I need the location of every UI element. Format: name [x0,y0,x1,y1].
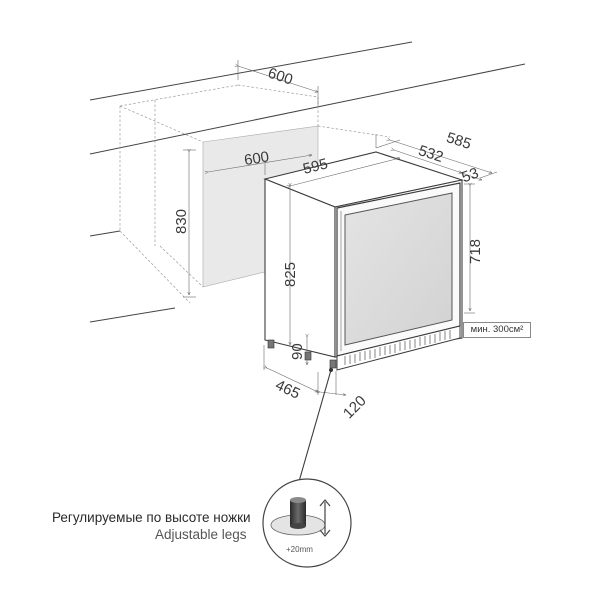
unit-width-label: 595 [301,155,329,178]
plinth-depth-label: 120 [340,392,370,422]
niche-height-label: 830 [173,209,190,234]
unit-depth-total-label: 585 [444,129,473,153]
door-height-label: 718 [467,239,484,264]
niche-depth-dimension: 600 [238,60,318,106]
unit-height-label: 825 [282,262,299,287]
door-open-depth-label: 465 [273,377,303,403]
vent-grille [336,325,461,371]
unit-depth-body-label: 532 [416,142,445,166]
plinth-height-label: 90 [289,343,306,360]
door-offset-label: 53 [459,165,480,187]
adjust-arrow-icon [319,499,331,537]
door-offset-dimension: 53 [459,165,482,187]
glass-door [336,182,461,357]
unit-depth-body-dimension: 532 [394,142,462,173]
plinth-depth-dimension: 120 [318,371,370,422]
plinth-height-dimension: 90 [289,337,307,365]
legs-caption-en: Adjustable legs [155,527,247,542]
niche-height-dimension: 830 [173,150,196,298]
vent-area-label: мин. 300см² [463,322,531,338]
adjust-range-label: +20mm [286,545,313,554]
unit-width-dimension: 595 [264,134,400,186]
legs-caption-ru: Регулируемые по высоте ножки [52,510,251,525]
leg-leader-line [295,369,332,493]
niche-width-label: 600 [243,148,270,169]
leg-detail: +20mm [262,478,352,568]
door-height-dimension: 718 [464,184,484,314]
unit-depth-total-dimension: 585 [375,129,498,179]
unit-height-dimension: 825 [282,186,299,345]
niche-depth-label: 600 [266,65,295,89]
